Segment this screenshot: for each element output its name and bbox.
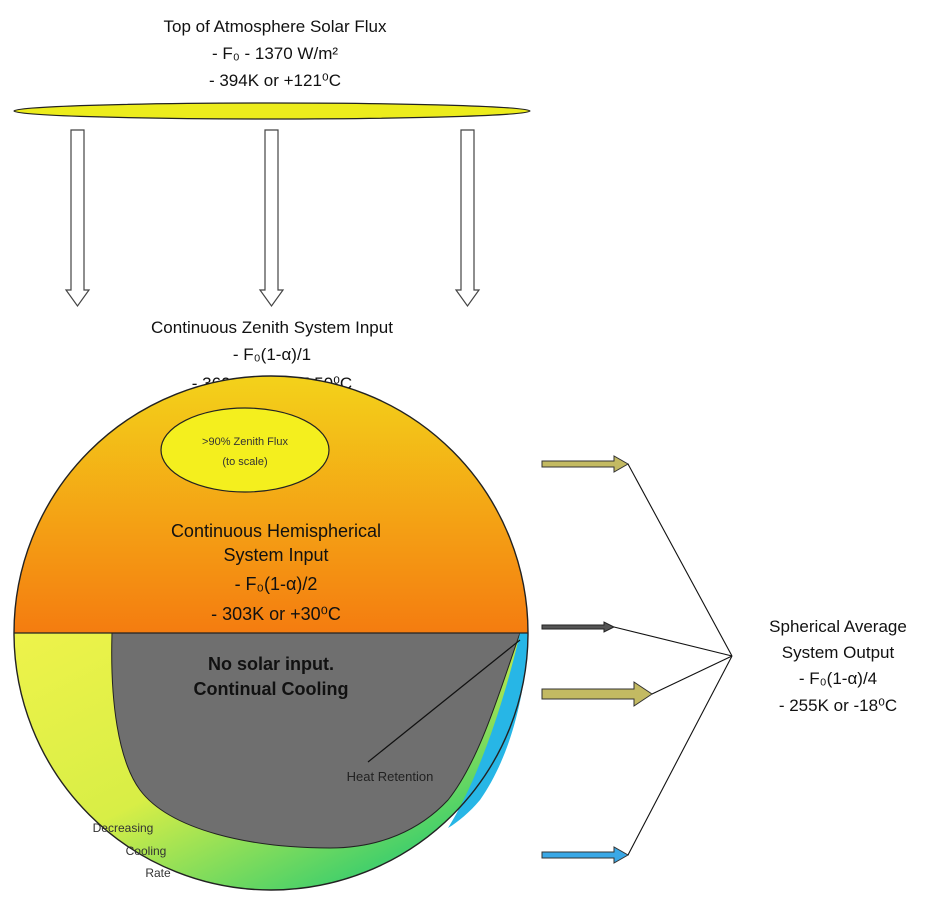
hemispherical-temperature: - 303K or +30⁰C [211,604,341,624]
down-arrow-right [454,129,481,308]
zenith-input-formula: - F₀(1-α)/1 [233,345,311,364]
zenith-flux-scale-note: (to scale) [222,456,267,468]
top-title: Top of Atmosphere Solar Flux [163,17,387,36]
cooling-rate-line2: Cooling [126,844,167,858]
output-formula: - F₀(1-α)/4 [799,669,877,688]
down-arrow-left [64,129,91,308]
output-title-line1: Spherical Average [769,617,907,636]
night-label-line1: No solar input. [208,654,334,674]
zenith-flux-label: >90% Zenith Flux [202,436,288,448]
heat-retention-pointer [367,639,521,763]
night-label-line2: Continual Cooling [194,679,349,699]
output-arrow-equator [541,621,616,633]
heat-retention-band [448,633,528,828]
hemispherical-formula: - F₀(1-α)/2 [235,574,318,594]
converging-lines [613,463,733,856]
hemispherical-title-line2: System Input [223,545,328,565]
down-arrow-center [258,129,285,308]
output-arrow-top [541,455,630,473]
output-arrow-lower [541,681,653,707]
day-hemisphere [14,376,528,633]
top-temperature: - 394K or +121⁰C [209,71,341,90]
heat-retention-label: Heat Retention [347,769,434,784]
cooling-rate-line1: Decreasing [93,821,154,835]
zenith-input-title: Continuous Zenith System Input [151,318,393,337]
output-title-line2: System Output [782,643,895,662]
solar-flux-band [13,102,531,120]
night-core [111,632,521,849]
top-flux-value: - F₀ - 1370 W/m² [212,44,338,63]
hemispherical-title-line1: Continuous Hemispherical [171,521,381,541]
output-temperature: - 255K or -18⁰C [779,696,897,715]
zenith-flux-ellipse [160,407,330,493]
output-arrow-bottom [541,846,630,864]
cooling-rate-line3: Rate [145,866,171,880]
